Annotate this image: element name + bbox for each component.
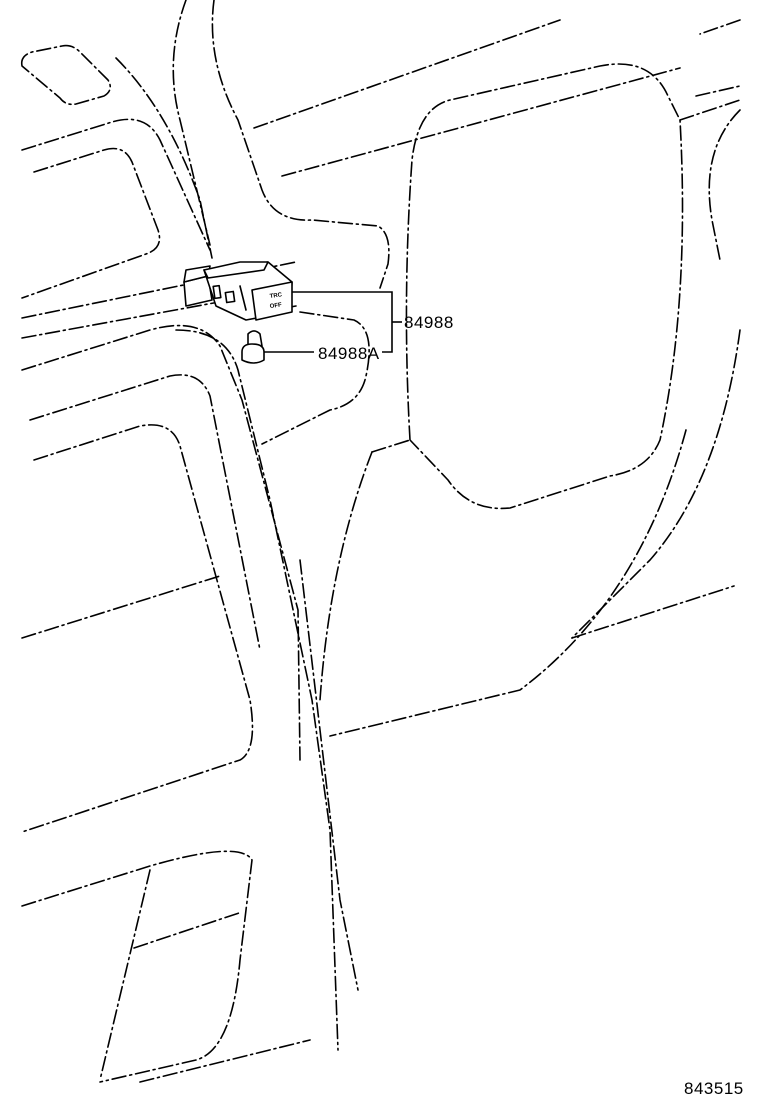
leader-lines <box>264 291 402 353</box>
switch-label-off: OFF <box>269 302 282 310</box>
callout-84988A: 84988A <box>318 344 380 363</box>
switch-label-trc: TRC <box>269 292 283 300</box>
figure-number: 843515 <box>684 1079 744 1098</box>
callout-84988: 84988 <box>404 313 454 332</box>
vehicle-outline-lines <box>20 0 741 1083</box>
trc-off-switch: TRC OFF <box>183 261 293 321</box>
bulb <box>241 330 265 364</box>
